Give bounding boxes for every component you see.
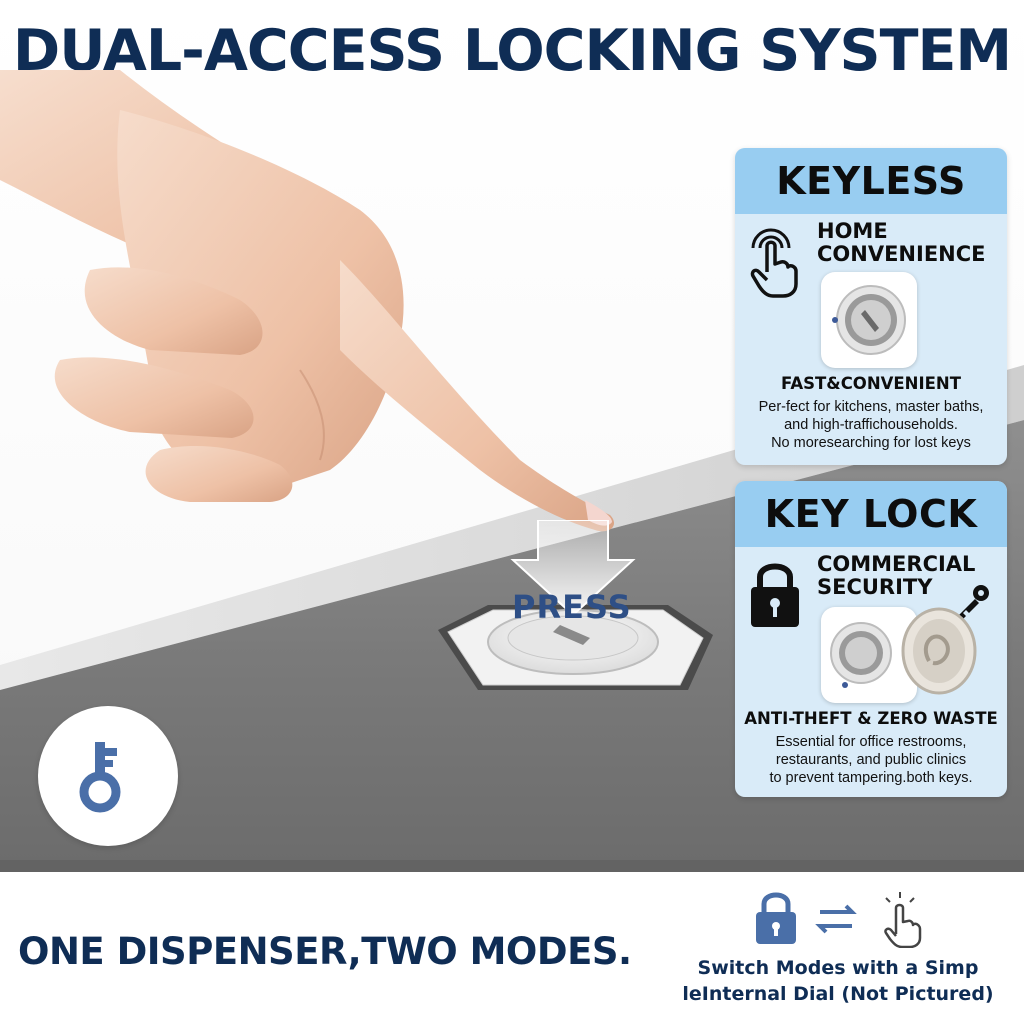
pointing-hand-illustration xyxy=(0,70,615,532)
tagline: ONE DISPENSER,TWO MODES. xyxy=(18,930,632,973)
small-key-icon xyxy=(959,585,989,619)
bottom-band xyxy=(0,872,1024,1024)
keyless-card: KEYLESS HOME CONVENIENCE FAST&C xyxy=(735,148,1007,465)
keylock-card-header: KEY LOCK xyxy=(735,481,1007,547)
keylock-card-body: COMMERCIAL SECURITY A xyxy=(735,547,1007,797)
keylock-lock-photo xyxy=(821,607,917,703)
keyless-feature-line1: HOME xyxy=(817,219,888,243)
keylock-desc-line1: Essential for office restrooms, xyxy=(775,734,967,750)
keyless-desc-line3: No moresearching for lost keys xyxy=(771,435,971,451)
keylock-feature-line2: SECURITY xyxy=(817,575,933,599)
keyless-feature-title: HOME CONVENIENCE xyxy=(817,220,986,266)
keylock-desc-line2: restaurants, and public clinics xyxy=(775,752,967,768)
switch-note-line1: Switch Modes with a Simp xyxy=(697,957,979,979)
keylock-feature-line1: COMMERCIAL xyxy=(817,552,976,576)
keyless-card-body: HOME CONVENIENCE FAST&CONVENIENT Per-fec… xyxy=(735,214,1007,465)
keyless-card-header: KEYLESS xyxy=(735,148,1007,214)
keylock-feature-title: COMMERCIAL SECURITY xyxy=(817,553,975,599)
touch-hand-icon xyxy=(884,892,922,948)
lock-dial-image xyxy=(832,285,906,355)
press-button-illustration xyxy=(438,520,713,690)
switch-modes-note: Switch Modes with a Simp leInternal Dial… xyxy=(664,955,1012,1007)
keylock-subtitle: ANTI-THEFT & ZERO WASTE xyxy=(744,709,998,728)
keyless-feature-line2: CONVENIENCE xyxy=(817,242,986,266)
press-label: PRESS xyxy=(512,588,632,626)
keyless-desc-line1: Per-fect for kitchens, master baths, xyxy=(758,399,984,415)
padlock-icon xyxy=(751,563,799,627)
keyless-subtitle: FAST&CONVENIENT xyxy=(781,374,961,393)
swap-arrows-icon xyxy=(815,904,857,934)
mode-switch-icons xyxy=(756,892,922,948)
keylock-desc-line3: to prevent tampering.both keys. xyxy=(769,770,973,786)
key-icon xyxy=(79,742,121,813)
keyless-lock-photo xyxy=(821,272,917,368)
keylock-card: KEY LOCK COMMERCIAL SECURITY xyxy=(735,481,1007,797)
keyless-desc-line2: and high-traffichouseholds. xyxy=(784,417,958,433)
switch-note-line2: leInternal Dial (Not Pictured) xyxy=(682,983,994,1005)
headline: DUAL-ACCESS LOCKING SYSTEM xyxy=(12,18,1012,84)
lock-dial-image xyxy=(830,622,892,688)
key-ring-image xyxy=(901,607,977,695)
key-mode-badge xyxy=(38,706,178,846)
padlock-icon xyxy=(756,892,796,944)
touch-hand-icon xyxy=(750,228,798,298)
